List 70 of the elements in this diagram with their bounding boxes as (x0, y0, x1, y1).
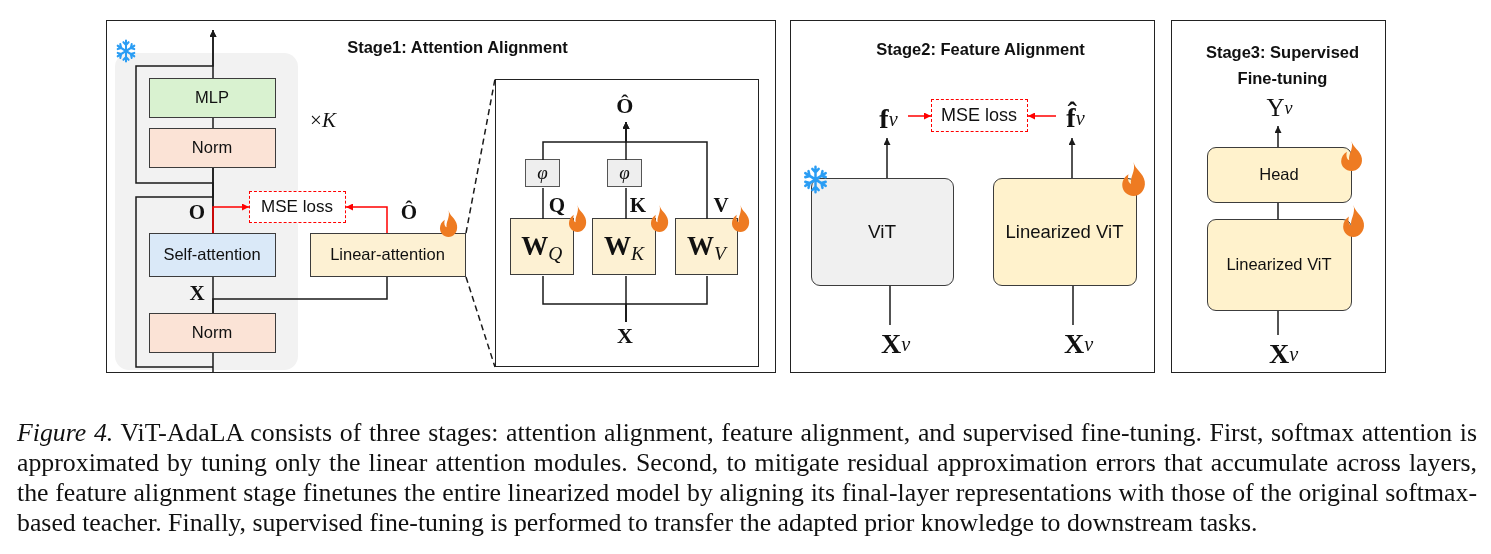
math-symbol: Ô (610, 90, 639, 121)
module-label: MSE loss (261, 196, 333, 217)
edge-label: O (188, 201, 206, 223)
edge-label: K (629, 194, 647, 216)
module-label: ViT (867, 220, 897, 243)
arrow (622, 121, 708, 220)
stage-title: Stage3: Supervised Fine-tuning (1204, 41, 1361, 89)
arrow (345, 203, 388, 234)
stage-title: Stage1: Attention Alignment (346, 36, 569, 58)
zoom-line (465, 78, 496, 234)
math-symbol: φ (619, 161, 630, 184)
repeat-label: ×K (310, 109, 336, 131)
weight-box (591, 217, 656, 275)
transformer-block-background (114, 52, 298, 370)
arrow (907, 112, 932, 120)
math-symbol: φ (537, 161, 548, 184)
math-symbol: W$_{V}$ (686, 230, 726, 262)
connector-line (1072, 285, 1074, 326)
connector-line (1277, 310, 1279, 336)
connector-line (889, 285, 891, 326)
model-box (1206, 218, 1352, 311)
connector-line (212, 352, 214, 373)
edge-label: Ô (400, 201, 418, 223)
connector-line (212, 117, 214, 129)
module-box (148, 312, 276, 353)
math-symbol: X (189, 282, 205, 304)
weight-box (509, 217, 574, 275)
stage-title: Stage2: Feature Alignment (875, 38, 1086, 60)
connector-line (625, 187, 627, 220)
module-box (148, 127, 276, 168)
module-label: MSE loss (941, 104, 1017, 126)
module-label: Linearized ViT (1226, 255, 1332, 274)
phi-box (524, 158, 560, 187)
arrow (212, 203, 250, 234)
arrow (1274, 125, 1282, 148)
module-label: Head (1259, 165, 1299, 184)
module-label: Norm (191, 323, 233, 342)
arrow (1027, 112, 1057, 120)
math-symbol: W$_{Q}$ (521, 230, 563, 262)
stage-panel (790, 20, 1155, 373)
module-label: Norm (191, 138, 233, 157)
model-box (1206, 146, 1352, 203)
module-label: Linearized ViT (1005, 220, 1124, 243)
connector-line (542, 187, 544, 220)
connector-line (625, 275, 708, 323)
module-label: Linear-attention (330, 245, 445, 264)
arrow (1068, 137, 1076, 179)
model-box (992, 177, 1137, 286)
module-label: MLP (195, 88, 229, 107)
edge-label: V (713, 194, 729, 216)
weight-box (674, 217, 738, 275)
phi-box (606, 158, 642, 187)
math-symbol: W$_{K}$ (603, 230, 644, 262)
model-box (810, 177, 954, 286)
module-box (148, 232, 276, 277)
module-box (309, 232, 466, 277)
connector-line (1277, 202, 1279, 220)
loss-box (930, 98, 1028, 132)
zoom-inset-panel (494, 78, 759, 367)
edge-label: Q (548, 194, 566, 216)
connector-line (135, 167, 214, 368)
module-label: Self-attention (163, 245, 261, 264)
math-symbol: X (610, 320, 639, 351)
module-box (148, 77, 276, 118)
figure-caption: Figure 4. ViT-AdaLA consists of three stages: attention alignment, feature alignment, and supervised fine-tuning. First, softmax attention is approximated by tuning only the linear attention modules. Second, to mitigate residual approximation errors that accumulate across layers, the feature alignment stage finetunes the entire linearized model by aligning its final-layer representations with those of the original softmax-based teacher. Finally, supervised fine-tuning is performed to transfer the adapted prior knowledge to downstream tasks. (17, 418, 1477, 538)
stage-panel (1171, 20, 1386, 373)
arrow (883, 137, 891, 179)
stage-panel (106, 20, 776, 373)
loss-box (248, 190, 346, 223)
connector-line (212, 276, 388, 314)
